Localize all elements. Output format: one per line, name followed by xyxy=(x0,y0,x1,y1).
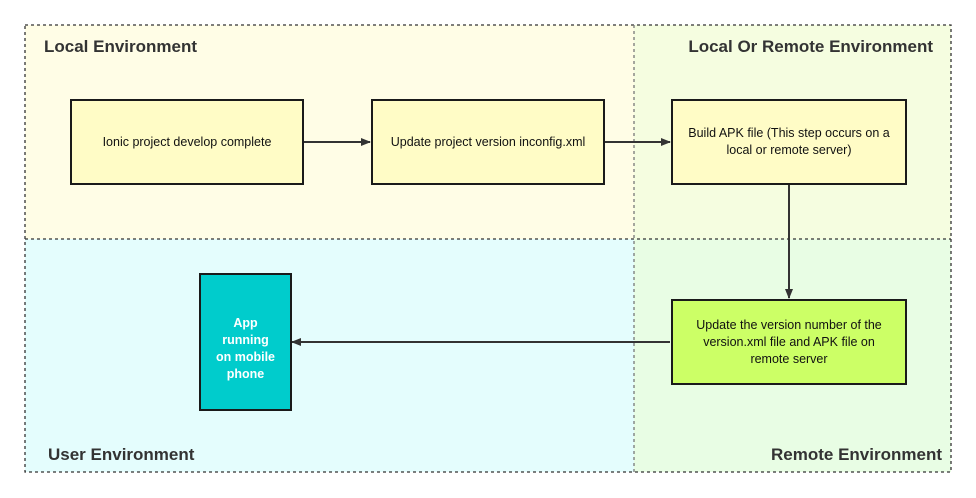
region-title-local-or-remote: Local Or Remote Environment xyxy=(688,37,933,56)
node-update-version[interactable]: Update project version inconfig.xml xyxy=(371,99,605,185)
region-title-local: Local Environment xyxy=(44,37,198,56)
region-user-bg xyxy=(25,239,634,472)
node-develop-complete[interactable]: Ionic project develop complete xyxy=(70,99,304,185)
node-update-remote[interactable]: Update the version number of the version… xyxy=(671,299,907,385)
region-title-remote: Remote Environment xyxy=(771,445,942,464)
node-app-running[interactable]: App running on mobile phone xyxy=(199,273,292,411)
node-update-remote-label: Update the version number of the version… xyxy=(696,317,882,366)
node-update-version-label: Update project version inconfig.xml xyxy=(390,134,586,149)
node-build-apk[interactable]: Build APK file (This step occurs on a lo… xyxy=(671,99,907,185)
region-title-user: User Environment xyxy=(48,445,195,464)
node-app-running-label: App running on mobile phone xyxy=(215,316,276,381)
node-develop-complete-label: Ionic project develop complete xyxy=(102,134,272,149)
outer-dashed-border xyxy=(24,24,952,473)
node-build-apk-label: Build APK file (This step occurs on a lo… xyxy=(688,126,890,157)
